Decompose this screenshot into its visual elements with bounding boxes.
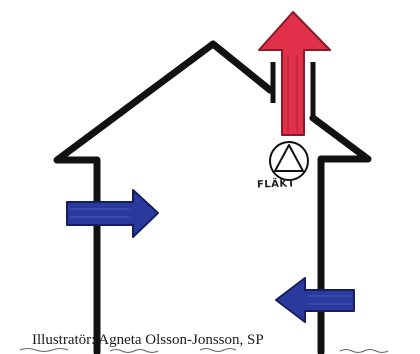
ground-line (19, 348, 389, 353)
supply-arrow-left (66, 189, 159, 238)
house-outline-right (309, 114, 372, 354)
fan-icon (269, 141, 309, 181)
illustrator-credit: Illustratör: Agneta Olsson-Jonsson, SP (32, 332, 264, 348)
supply-arrow-right (275, 277, 355, 323)
house-outline (53, 40, 274, 354)
fan-label: FLÄKT (256, 178, 296, 191)
exhaust-arrow (258, 11, 331, 136)
